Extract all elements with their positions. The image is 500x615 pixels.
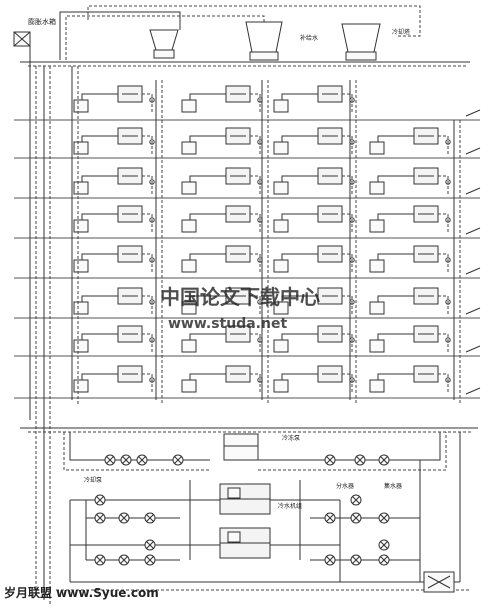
footer-logo: 岁月联盟 www.Syue.com <box>4 586 159 600</box>
cooling-tower-mid <box>245 21 283 61</box>
makeup-water-label: 补给水 <box>300 34 318 42</box>
pump-icon <box>144 539 156 551</box>
pumps-lower <box>94 494 390 566</box>
fan-coil-unit <box>273 205 355 233</box>
pump-icon <box>324 512 336 524</box>
fan-coil-unit <box>369 365 451 393</box>
expansion-tank-label: 膨胀水箱 <box>28 17 56 26</box>
terminal-units <box>73 85 451 393</box>
pump-icon <box>118 554 130 566</box>
top-header-pipes <box>20 5 470 420</box>
pump-icon <box>324 554 336 566</box>
fan-coil-unit <box>181 127 263 155</box>
cooling-tower-left <box>149 29 179 59</box>
watermark-text: 中国论文下载中心 <box>160 285 320 309</box>
floor-mark <box>465 345 481 353</box>
fan-coil-unit <box>73 325 155 353</box>
fan-coil-unit <box>73 365 155 393</box>
pump-icon <box>94 494 106 506</box>
plant-label-d: 集水器 <box>384 482 402 490</box>
pump-icon <box>172 454 184 466</box>
pump-icon <box>94 554 106 566</box>
watermark-url: www.studa.net <box>168 316 287 332</box>
pump-icon <box>378 539 390 551</box>
pump-icon <box>378 512 390 524</box>
chiller-small <box>223 433 259 461</box>
cooling-tower-right <box>341 23 381 61</box>
fan-coil-unit <box>181 85 263 113</box>
fan-coil-unit <box>181 245 263 273</box>
fan-coil-unit <box>181 167 263 195</box>
fan-coil-unit <box>273 287 355 315</box>
pumps-top <box>104 454 390 466</box>
fan-coil-unit <box>369 287 451 315</box>
fan-coil-unit <box>273 365 355 393</box>
pump-icon <box>104 454 116 466</box>
pump-icon <box>324 454 336 466</box>
fan-coil-unit <box>181 365 263 393</box>
floor-mark <box>465 227 481 235</box>
fan-coil-unit <box>73 167 155 195</box>
fan-coil-unit <box>369 205 451 233</box>
pump-icon <box>378 554 390 566</box>
pump-icon <box>354 454 366 466</box>
floor-mark <box>465 267 481 275</box>
floor-mark <box>465 187 481 195</box>
pump-icon <box>94 512 106 524</box>
pump-icon <box>136 454 148 466</box>
fan-coil-unit <box>73 287 155 315</box>
plant-label-a: 冷冻泵 <box>282 434 300 442</box>
risers <box>35 66 461 604</box>
fan-coil-unit <box>273 127 355 155</box>
fan-coil-unit <box>73 205 155 233</box>
fan-coil-unit <box>181 287 263 315</box>
fan-coil-unit <box>273 167 355 195</box>
pump-icon <box>350 494 362 506</box>
plant-label-c: 分水器 <box>336 482 354 490</box>
cooling-tower-label: 冷却塔 <box>392 28 410 36</box>
fan-coil-unit <box>73 85 155 113</box>
fan-coil-unit <box>181 325 263 353</box>
plant-label-b: 冷却泵 <box>84 476 102 484</box>
fan-coil-unit <box>369 167 451 195</box>
pump-icon <box>144 554 156 566</box>
pump-icon <box>120 454 132 466</box>
floor-mark <box>465 109 481 117</box>
plant-room: 冷冻泵 冷水机组 冷却泵 分水器 集水器 <box>20 427 478 593</box>
fan-coil-unit <box>181 205 263 233</box>
pump-icon <box>144 512 156 524</box>
fan-coil-unit <box>369 127 451 155</box>
floor-mark <box>465 307 481 315</box>
fan-coil-unit <box>273 245 355 273</box>
expansion-tank: 膨胀水箱 <box>13 17 56 47</box>
pump-icon <box>118 512 130 524</box>
pump-icon <box>350 554 362 566</box>
plant-label-e: 冷水机组 <box>278 502 302 510</box>
fan-coil-unit <box>369 245 451 273</box>
fan-coil-unit <box>369 325 451 353</box>
fan-coil-unit <box>273 325 355 353</box>
floor-lines <box>14 109 481 399</box>
fan-coil-unit <box>73 127 155 155</box>
pump-icon <box>378 454 390 466</box>
fan-coil-unit <box>273 85 355 113</box>
floor-mark <box>465 387 481 395</box>
pump-icon <box>350 512 362 524</box>
floor-mark <box>465 147 481 155</box>
fan-coil-unit <box>73 245 155 273</box>
